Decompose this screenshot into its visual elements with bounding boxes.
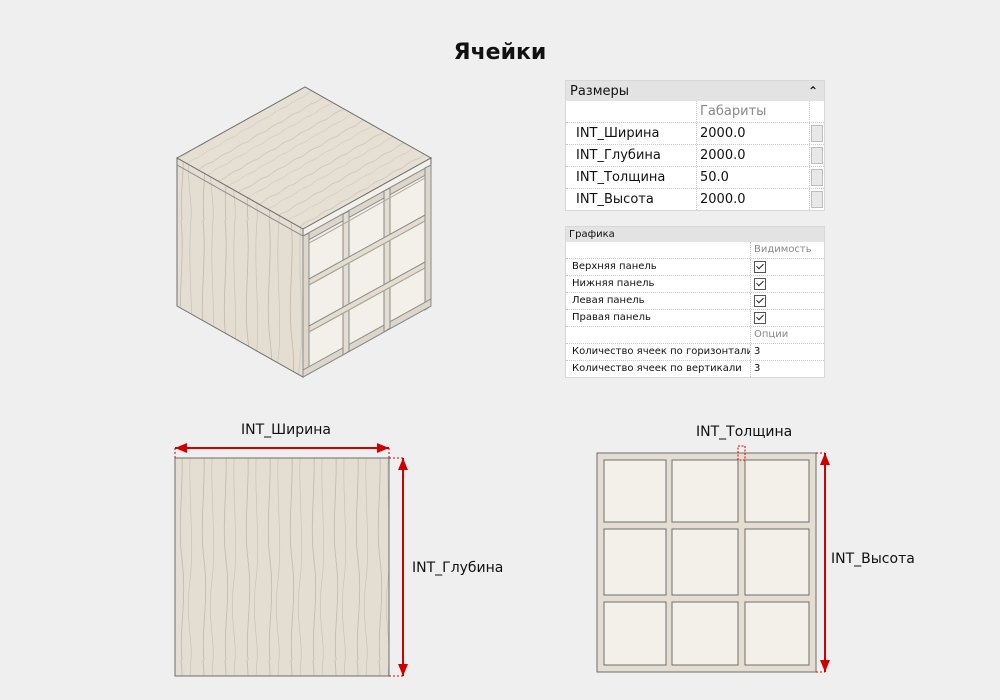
option-value-input[interactable]: 3	[754, 363, 761, 374]
top-view	[174, 443, 408, 677]
param-value-input[interactable]: 2000.0	[697, 189, 810, 210]
visibility-checkbox[interactable]	[754, 312, 766, 324]
option-name: Количество ячеек по горизонтали	[566, 344, 751, 360]
thickness-marker	[737, 445, 746, 461]
height-label: INT_Высота	[831, 551, 915, 567]
collapse-chevron-icon[interactable]: ⌃	[807, 84, 818, 98]
dimensions-panel: Размеры ⌃ Габариты INT_Ширина 2000.0 INT…	[565, 80, 825, 211]
param-row[interactable]: INT_Ширина 2000.0	[566, 123, 824, 145]
param-associate-button[interactable]	[810, 123, 824, 144]
cube-divider-v1	[342, 210, 350, 356]
param-name: INT_Высота	[566, 189, 697, 210]
param-name: INT_Глубина	[566, 145, 697, 166]
thickness-label: INT_Толщина	[696, 424, 793, 440]
option-row[interactable]: Количество ячеек по вертикали 3	[566, 361, 824, 377]
visibility-name: Нижняя панель	[566, 276, 751, 292]
graphics-panel: Графика Видимость Верхняя панель Нижняя …	[565, 226, 825, 378]
dimensions-group-row: Габариты	[566, 101, 824, 123]
param-value-input[interactable]: 2000.0	[697, 123, 810, 144]
visibility-row[interactable]: Левая панель	[566, 293, 824, 310]
visibility-checkbox[interactable]	[754, 261, 766, 273]
dimensions-group-label: Габариты	[697, 101, 810, 122]
width-label: INT_Ширина	[241, 422, 331, 438]
options-group-label: Опции	[754, 329, 789, 340]
visibility-name: Правая панель	[566, 310, 751, 326]
param-value-input[interactable]: 50.0	[697, 167, 810, 188]
visibility-name: Левая панель	[566, 293, 751, 309]
top-view-panel	[174, 457, 390, 677]
isometric-cube	[175, 86, 433, 378]
depth-label: INT_Глубина	[412, 560, 504, 576]
param-row[interactable]: INT_Толщина 50.0	[566, 167, 824, 189]
visibility-row[interactable]: Нижняя панель	[566, 276, 824, 293]
option-row[interactable]: Количество ячеек по горизонтали 3	[566, 344, 824, 361]
visibility-checkbox[interactable]	[754, 278, 766, 290]
visibility-row[interactable]: Правая панель	[566, 310, 824, 327]
front-view	[596, 445, 830, 673]
cube-divider-v2	[383, 187, 391, 333]
visibility-row[interactable]: Верхняя панель	[566, 259, 824, 276]
param-associate-button[interactable]	[810, 189, 824, 210]
param-associate-button[interactable]	[810, 167, 824, 188]
visibility-name: Верхняя панель	[566, 259, 751, 275]
option-name: Количество ячеек по вертикали	[566, 361, 751, 377]
param-row[interactable]: INT_Глубина 2000.0	[566, 145, 824, 167]
visibility-group-row: Видимость	[566, 242, 824, 259]
page-title: Ячейки	[453, 40, 547, 65]
visibility-group-label: Видимость	[754, 244, 812, 255]
param-name: INT_Толщина	[566, 167, 697, 188]
options-group-row: Опции	[566, 327, 824, 344]
visibility-checkbox[interactable]	[754, 295, 766, 307]
param-name: INT_Ширина	[566, 123, 697, 144]
param-associate-button[interactable]	[810, 145, 824, 166]
param-value-input[interactable]: 2000.0	[697, 145, 810, 166]
param-row[interactable]: INT_Высота 2000.0	[566, 189, 824, 210]
graphics-panel-header[interactable]: Графика	[566, 227, 824, 242]
option-value-input[interactable]: 3	[754, 346, 761, 357]
dimensions-panel-header[interactable]: Размеры ⌃	[566, 81, 824, 101]
dimensions-panel-title: Размеры	[570, 83, 630, 99]
